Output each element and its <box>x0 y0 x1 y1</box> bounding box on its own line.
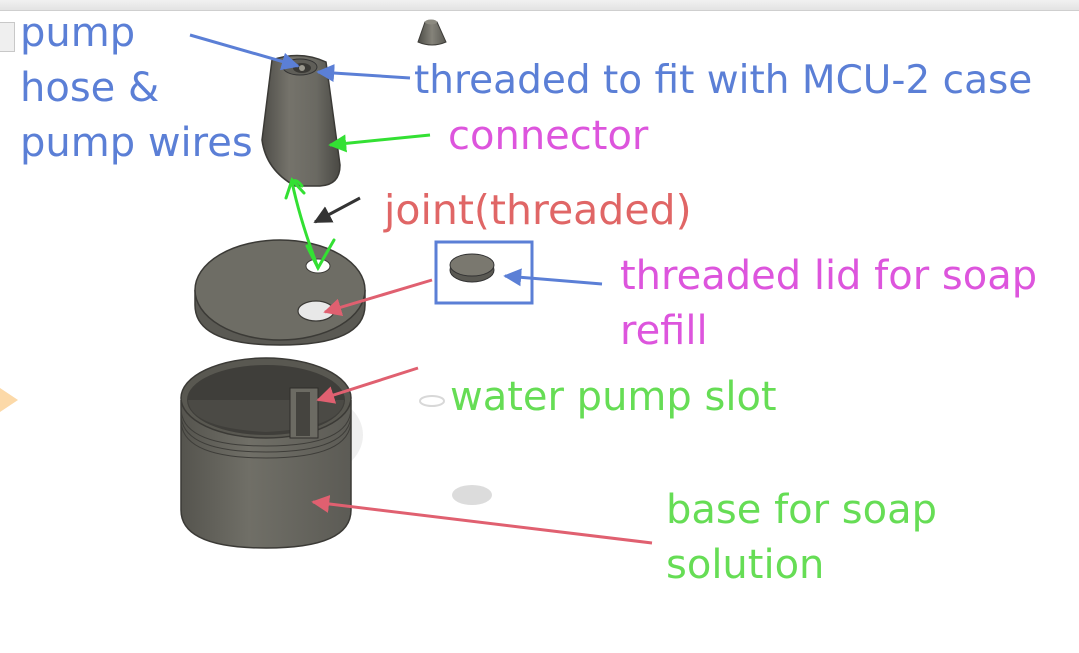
lid-disk-part <box>194 239 366 346</box>
lid-hole-arrow <box>323 278 433 316</box>
connector-arrow <box>328 133 431 153</box>
label-pump-line1: pump <box>20 10 136 56</box>
label-joint: joint(threaded) <box>384 186 692 234</box>
label-lid-line2: refill <box>620 308 708 354</box>
soap-lid-arrow <box>503 268 603 287</box>
pump-slot-arrow <box>316 366 419 404</box>
label-pump-slot: water pump slot <box>450 374 777 420</box>
window-top-strip <box>0 0 1079 11</box>
ghost-ellipse-small <box>419 395 445 407</box>
label-connector: connector <box>448 113 649 159</box>
connector-part <box>261 54 341 187</box>
base-cylinder-part <box>180 357 363 549</box>
threaded-lid-part <box>449 253 495 283</box>
label-lid-line1: threaded lid for soap <box>620 253 1038 299</box>
label-pump-line2: hose & <box>20 65 160 111</box>
ghost-ellipse-shadow <box>452 485 492 505</box>
base-arrow <box>311 495 653 545</box>
pump-hose-arrow <box>189 33 300 71</box>
label-threaded-case: threaded to fit with MCU-2 case <box>414 58 1033 103</box>
lid-highlight-box <box>434 240 534 305</box>
joint-connection-mark <box>284 177 336 272</box>
navigation-triangle-icon[interactable] <box>0 388 18 412</box>
label-base-line1: base for soap <box>666 487 937 533</box>
label-base-line2: solution <box>666 542 825 588</box>
label-pump-line3: pump wires <box>20 120 253 166</box>
threaded-case-arrow <box>316 64 411 83</box>
left-panel-tab[interactable] <box>0 22 15 52</box>
small-cone-part <box>417 19 447 46</box>
joint-arrow <box>313 196 361 224</box>
